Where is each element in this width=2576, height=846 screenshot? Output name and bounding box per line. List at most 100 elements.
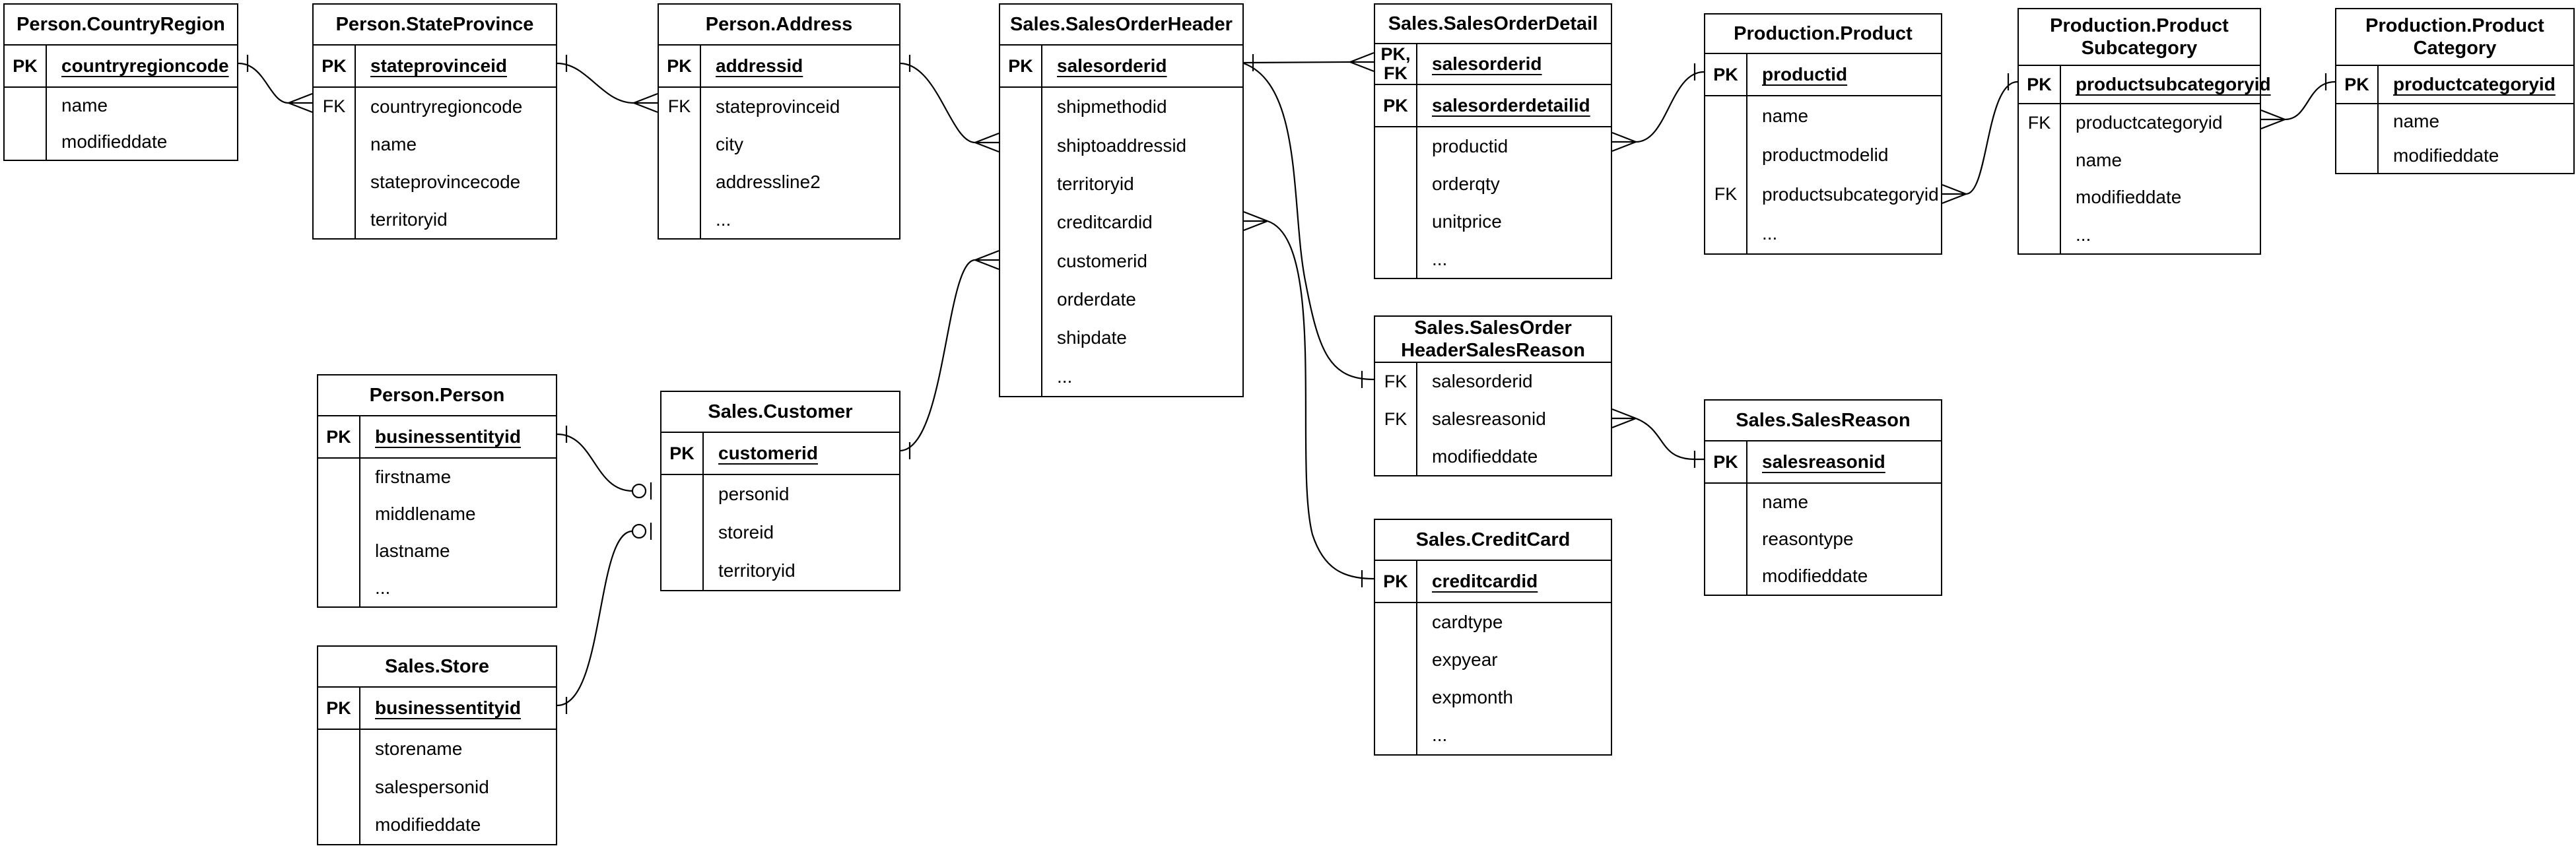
key-label — [1375, 438, 1417, 476]
column-name: salespersonid — [375, 776, 489, 797]
key-label — [1375, 240, 1417, 278]
rel-productcategory-productsubcategory[interactable] — [2260, 73, 2336, 130]
table-row: shipmethodid — [1000, 88, 1242, 127]
key-label — [2019, 179, 2061, 216]
table-production-product[interactable]: Production.Product PK productid name pro… — [1704, 13, 1942, 255]
table-body: name reasontype modifieddate — [1705, 484, 1941, 595]
table-row: territoryid — [1000, 164, 1242, 204]
column-name: firstname — [375, 467, 452, 487]
column-name: lastname — [375, 540, 450, 561]
table-body: shipmethodid shiptoaddressid territoryid… — [1000, 88, 1242, 396]
rel-countryregion-stateprovince[interactable] — [238, 55, 313, 114]
table-row: territoryid — [314, 201, 556, 238]
column-name: territoryid — [1057, 173, 1134, 194]
table-production-productcategory[interactable]: Production.Product Category PK productca… — [2335, 8, 2575, 174]
column-name: productcategoryid — [2393, 74, 2556, 94]
key-label — [318, 806, 360, 845]
rel-store-customer[interactable] — [557, 523, 652, 714]
table-body: FK countryregioncode name stateprovincec… — [314, 88, 556, 238]
table-row: unitprice — [1375, 203, 1611, 240]
table-body: FK productcategoryid name modifieddate .… — [2019, 104, 2260, 253]
table-sales-salesorderheader[interactable]: Sales.SalesOrderHeader PK salesorderid s… — [999, 3, 1244, 397]
column-name: orderqty — [1432, 173, 1500, 194]
fk-label: FK — [1375, 363, 1417, 401]
table-body: storename salespersonid modifieddate — [318, 730, 556, 845]
table-title: Sales.SalesOrderDetail — [1375, 5, 1611, 44]
column-name: name — [1762, 492, 1809, 512]
table-person-address[interactable]: Person.Address PK addressid FK stateprov… — [658, 3, 900, 240]
table-row: productmodelid — [1705, 135, 1941, 175]
table-person-stateprovince[interactable]: Person.StateProvince PK stateprovinceid … — [312, 3, 557, 240]
column-name: ... — [1432, 725, 1448, 746]
table-person-person[interactable]: Person.Person PK businessentityid firstn… — [317, 374, 557, 608]
table-person-countryregion[interactable]: Person.CountryRegion PK countryregioncod… — [3, 3, 238, 161]
rel-salesorderheader-salesorderdetail[interactable] — [1243, 51, 1374, 73]
column-name: countryregioncode — [61, 55, 229, 76]
table-sales-salesreason[interactable]: Sales.SalesReason PK salesreasonid name … — [1704, 399, 1942, 596]
rel-product-salesorderdetail[interactable] — [1611, 63, 1705, 152]
key-label — [314, 163, 356, 201]
table-body: productid orderqty unitprice ... — [1375, 127, 1611, 278]
table-production-productsubcategory[interactable]: Production.Product Subcategory PK produc… — [2017, 8, 2271, 255]
key-label — [318, 730, 360, 768]
table-row: middlename — [318, 496, 556, 533]
column-name: ... — [1762, 223, 1778, 244]
pk-label: PK — [2019, 66, 2061, 103]
key-label — [314, 125, 356, 163]
rel-salesreason-salesorderheadersalesreason[interactable] — [1611, 408, 1704, 468]
pk-label: PK — [318, 688, 360, 729]
key-label — [1000, 203, 1042, 242]
table-row: lastname — [318, 533, 556, 569]
column-name: ... — [375, 577, 391, 598]
table-sales-salesorderdetail[interactable]: Sales.SalesOrderDetail PK, FK salesorder… — [1374, 3, 1612, 279]
column-name: businessentityid — [375, 426, 521, 447]
table-body: name modifieddate — [5, 88, 237, 160]
column-name: creditcardid — [1057, 212, 1153, 233]
key-label — [318, 569, 360, 606]
column-name: modifieddate — [61, 131, 168, 152]
table-title: Sales.SalesReason — [1705, 401, 1941, 441]
rel-salesorderheader-creditcard[interactable] — [1243, 211, 1374, 587]
column-name: modifieddate — [2393, 145, 2499, 166]
key-label — [661, 475, 704, 513]
column-name: personid — [718, 484, 790, 504]
table-row: PK productsubcategoryid — [2019, 66, 2271, 104]
table-sales-salesorderheadersalesreason[interactable]: Sales.SalesOrder HeaderSalesReason FK sa… — [1374, 315, 1612, 476]
rel-productsubcategory-product[interactable] — [1942, 73, 2018, 205]
rel-customer-salesorderheader[interactable] — [900, 249, 1000, 459]
rel-salesorderheader-salesorderheadersalesreason[interactable] — [1243, 62, 1374, 388]
rel-address-salesorderheader[interactable] — [900, 55, 1000, 153]
table-row: PK creditcardid — [1375, 561, 1611, 603]
table-sales-customer[interactable]: Sales.Customer PK customerid personid st… — [660, 391, 900, 591]
key-label — [5, 123, 47, 160]
table-row: modifieddate — [318, 806, 556, 845]
column-name: stateprovinceid — [716, 96, 840, 117]
table-row: PK productcategoryid — [2336, 66, 2573, 104]
rel-person-customer[interactable] — [557, 426, 652, 500]
key-label — [1000, 357, 1042, 396]
column-name: stateprovincecode — [370, 171, 521, 192]
table-title: Production.Product Subcategory — [2019, 9, 2260, 66]
table-title: Sales.SalesOrderHeader — [1000, 5, 1242, 46]
pk-label: PK — [318, 416, 360, 457]
column-name: productsubcategoryid — [1762, 183, 1939, 205]
table-row: ... — [1705, 214, 1941, 253]
table-row: name — [2019, 141, 2260, 179]
column-name: shipmethodid — [1057, 96, 1167, 117]
table-row: ... — [1375, 716, 1611, 754]
table-row: PK addressid — [659, 46, 899, 88]
table-row: productid — [1375, 127, 1611, 165]
table-sales-creditcard[interactable]: Sales.CreditCard PK creditcardid cardtyp… — [1374, 519, 1612, 756]
key-label — [1705, 521, 1747, 558]
key-label — [1000, 319, 1042, 358]
table-row: orderdate — [1000, 280, 1242, 319]
table-row: creditcardid — [1000, 203, 1242, 242]
column-name: salesorderid — [1432, 53, 1542, 74]
column-name: customerid — [1057, 250, 1147, 271]
rel-stateprovince-address[interactable] — [557, 55, 658, 114]
table-sales-store[interactable]: Sales.Store PK businessentityid storenam… — [317, 645, 557, 845]
pk-label: PK — [2336, 66, 2379, 103]
table-title: Person.CountryRegion — [5, 5, 237, 46]
table-row: addressline2 — [659, 163, 899, 201]
table-title: Sales.SalesOrder HeaderSalesReason — [1375, 317, 1611, 363]
